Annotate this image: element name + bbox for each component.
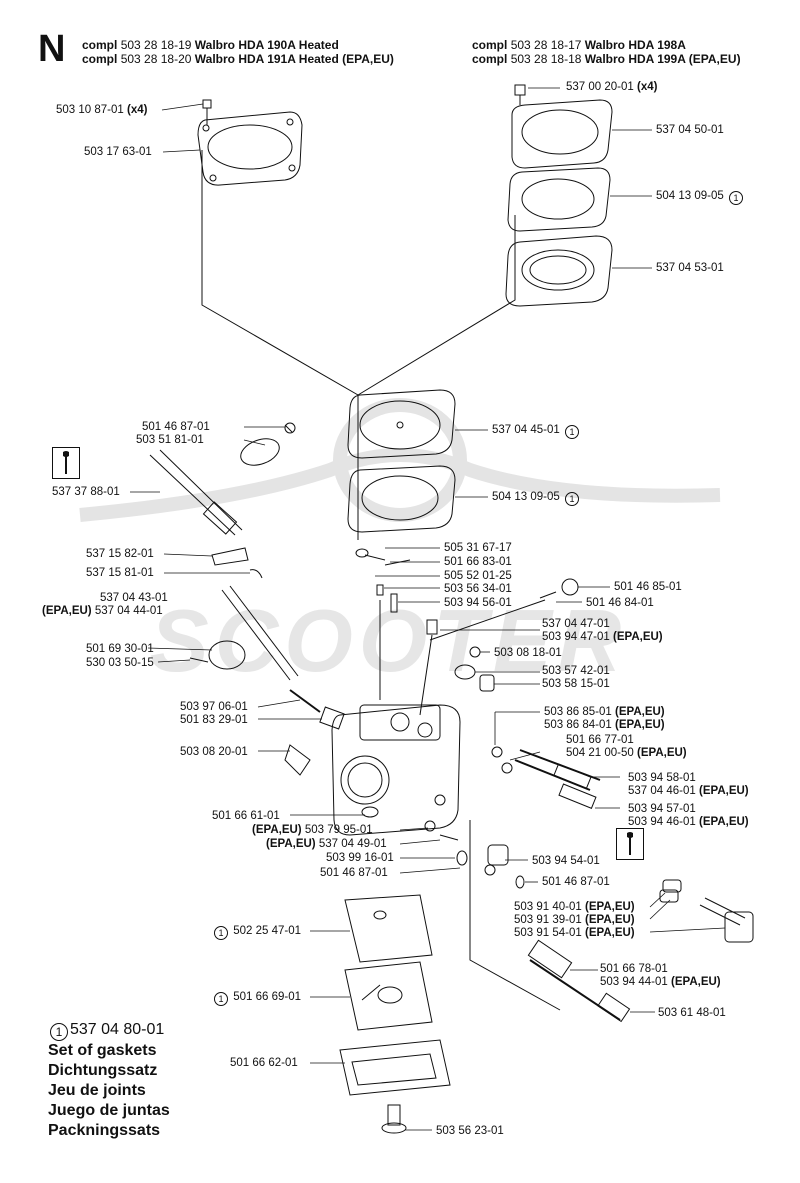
part-label: 503 51 81-01 [136,434,204,446]
part-label: 505 31 67-17 [444,542,512,554]
part-label: 503 86 84-01 (EPA,EU) [544,719,665,731]
part-label: 503 86 85-01 (EPA,EU) [544,706,665,718]
part-label: 503 91 54-01 (EPA,EU) [514,927,635,939]
metering-gasket [344,961,433,1031]
part-label: 504 13 09-05 1 [656,190,745,205]
part-label: 501 66 61-01 [212,810,280,822]
kit-name-sv: Packningssats [48,1122,161,1139]
part-label: 501 46 87-01 [142,421,210,433]
part-label: 537 04 53-01 [656,262,724,274]
part-label: 503 94 56-01 [444,597,512,609]
part-label: 504 21 00-50 (EPA,EU) [566,747,687,759]
part-label: 503 94 44-01 (EPA,EU) [600,976,721,988]
part-label: 503 99 16-01 [326,852,394,864]
part-label: 503 17 63-01 [84,146,152,158]
part-label: 503 91 39-01 (EPA,EU) [514,914,635,926]
header-line-right-2: compl 503 28 18-18 Walbro HDA 199A (EPA,… [472,52,741,66]
part-label: 501 46 84-01 [586,597,654,609]
throttle-kit [659,879,754,943]
part-label: 503 94 57-01 [628,803,696,815]
main-jet-screw [527,939,631,1023]
part-label: 501 66 77-01 [566,734,634,746]
part-label: 501 46 87-01 [320,867,388,879]
part-label: 501 83 29-01 [180,714,248,726]
part-label: 501 46 85-01 [614,581,682,593]
cover-plate-left [197,99,303,186]
part-label: 501 46 87-01 [542,876,610,888]
part-label: 503 61 48-01 [658,1007,726,1019]
part-label: 503 94 47-01 (EPA,EU) [542,631,663,643]
idle-screw [484,844,525,889]
kit-name-es: Juego de juntas [48,1102,170,1119]
carburetor-body [331,704,461,836]
part-label: 537 00 20-01 (x4) [566,81,658,93]
watermark: SCOOTER [150,591,628,690]
part-label: 501 69 30-01 [86,643,154,655]
part-label: 503 94 46-01 (EPA,EU) [628,816,749,828]
header-line-left-1: compl 503 28 18-19 Walbro HDA 190A Heate… [82,38,339,52]
part-label: 503 97 06-01 [180,701,248,713]
part-label: 503 56 34-01 [444,583,512,595]
part-label: 503 08 20-01 [180,746,248,758]
part-label: 537 04 45-01 1 [492,424,581,439]
metering-cover [339,1039,451,1096]
part-label: 537 04 43-01 [100,592,168,604]
choke-shaft [189,585,321,713]
leader-lines [130,87,726,1131]
part-label: 537 15 81-01 [86,567,154,579]
part-label: 530 03 50-15 [86,657,154,669]
section-letter: N [38,28,66,70]
part-label: 537 04 50-01 [656,124,724,136]
part-label: 537 04 47-01 [542,618,610,630]
part-label: 505 52 01-25 [444,570,512,582]
part-label: 1 502 25 47-01 [212,925,301,940]
wrench-icon [616,828,644,860]
kit-name-fr: Jeu de joints [48,1082,146,1099]
throttle-shaft [149,422,296,536]
header-line-left-2: compl 503 28 18-20 Walbro HDA 191A Heate… [82,52,394,66]
part-label: 503 57 42-01 [542,665,610,677]
throttle-lever [211,547,263,579]
part-label: 503 94 58-01 [628,772,696,784]
adjusting-needles [491,746,601,809]
part-label: 501 66 83-01 [444,556,512,568]
part-label: 501 66 62-01 [230,1057,298,1069]
pump-gasket [347,465,456,533]
header-line-right-1: compl 503 28 18-17 Walbro HDA 198A [472,38,686,52]
cover-screw [381,1104,407,1134]
part-label: 537 04 46-01 (EPA,EU) [628,785,749,797]
part-label: 503 91 40-01 (EPA,EU) [514,901,635,913]
kit-name-en: Set of gaskets [48,1042,157,1059]
part-label: 503 10 87-01 (x4) [56,104,148,116]
part-label: 501 66 78-01 [600,963,668,975]
part-label: (EPA,EU) 537 04 49-01 [266,838,387,850]
part-label: (EPA,EU) 503 79 95-01 [252,824,373,836]
part-label: 503 56 23-01 [436,1125,504,1137]
part-label: (EPA,EU) 537 04 44-01 [42,605,163,617]
metering-diaphragm [344,894,433,963]
kit-name-de: Dichtungssatz [48,1062,158,1079]
part-label: 503 58 15-01 [542,678,610,690]
part-label: 504 13 09-05 1 [492,491,581,506]
watermark-swoosh [79,398,721,522]
part-label: 1 501 66 69-01 [212,991,301,1006]
wrench-icon [52,447,80,479]
pump-diaphragm [347,389,456,459]
part-label: 503 08 18-01 [494,647,562,659]
part-label: 537 15 82-01 [86,548,154,560]
part-label: 503 94 54-01 [532,855,600,867]
pump-body-right [505,235,613,307]
gasket-right-1 [507,167,611,232]
part-label: 537 37 88-01 [52,486,120,498]
cover-plate-right [511,84,613,169]
